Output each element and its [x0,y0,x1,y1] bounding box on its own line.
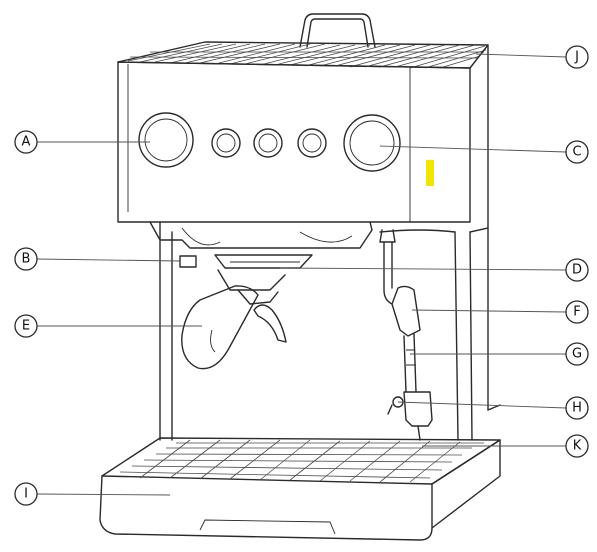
control-panel-body [118,45,488,232]
callout-letter-C: C [572,145,581,160]
callout-A: A [15,131,37,153]
callout-letter-G: G [572,347,582,362]
portafilter [182,270,286,369]
left-dial [139,113,193,167]
callout-G: G [566,343,588,365]
lower-body-frame [160,222,500,440]
leader-lines [37,54,566,495]
control-buttons [212,129,326,157]
callout-letter-F: F [573,305,580,320]
callout-K: K [566,435,588,457]
callout-letter-D: D [572,263,582,278]
callout-H: H [566,397,588,419]
cup-warming-tray [118,42,488,68]
callout-letter-A: A [22,135,31,150]
callout-C: C [566,141,588,163]
steam-wand [380,230,432,440]
callout-letter-I: I [24,487,28,502]
callout-I: I [15,483,37,505]
callout-letter-B: B [22,252,31,267]
carry-handle [300,14,375,47]
callout-letter-H: H [572,401,582,416]
group-head [150,222,372,268]
drip-tray [100,438,500,540]
callout-letter-J: J [574,50,579,65]
callout-letter-K: K [573,439,582,454]
callout-E: E [15,315,37,337]
callout-F: F [566,301,588,323]
right-dial [344,115,400,171]
callout-D: D [566,259,588,281]
callout-B: B [15,248,37,270]
callout-J: J [566,46,588,68]
callout-letter-E: E [22,319,30,334]
power-indicator [426,160,434,186]
